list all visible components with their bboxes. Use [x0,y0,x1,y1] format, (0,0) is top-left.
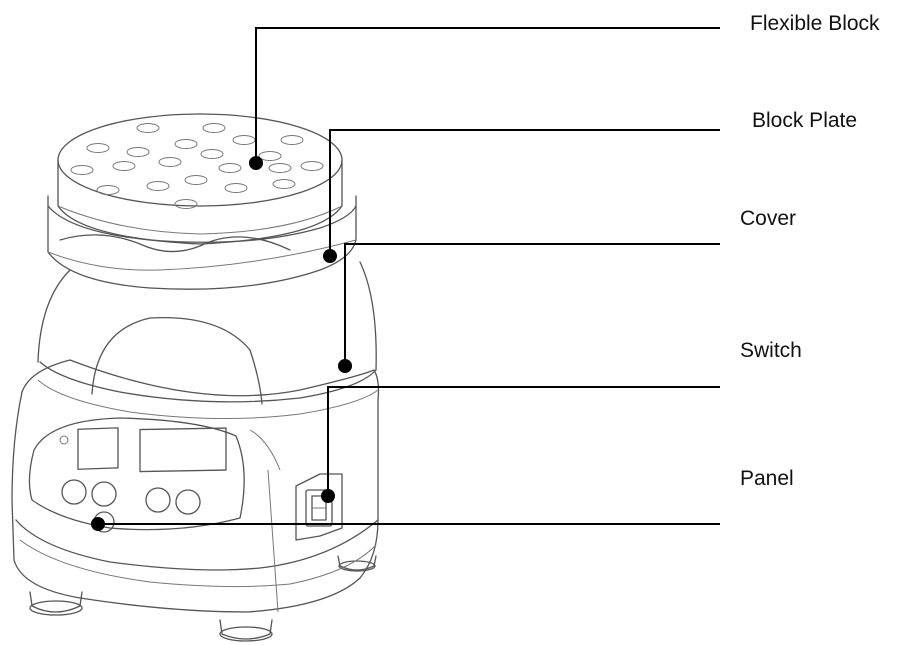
leader-panel [91,517,720,531]
leader-cover [338,243,720,373]
label-cover: Cover [740,207,797,230]
device-base [11,359,380,613]
block-plate [47,195,357,290]
leader-block-plate [323,129,720,263]
leader-flexible-block [249,27,720,170]
label-flexible-block: Flexible Block [750,12,880,35]
label-switch: Switch [740,339,802,362]
leader-switch [321,386,720,503]
flexible-block [57,113,343,245]
control-panel [28,417,245,533]
device-feet [29,555,377,642]
label-block-plate: Block Plate [752,109,858,132]
label-panel: Panel [740,467,794,490]
